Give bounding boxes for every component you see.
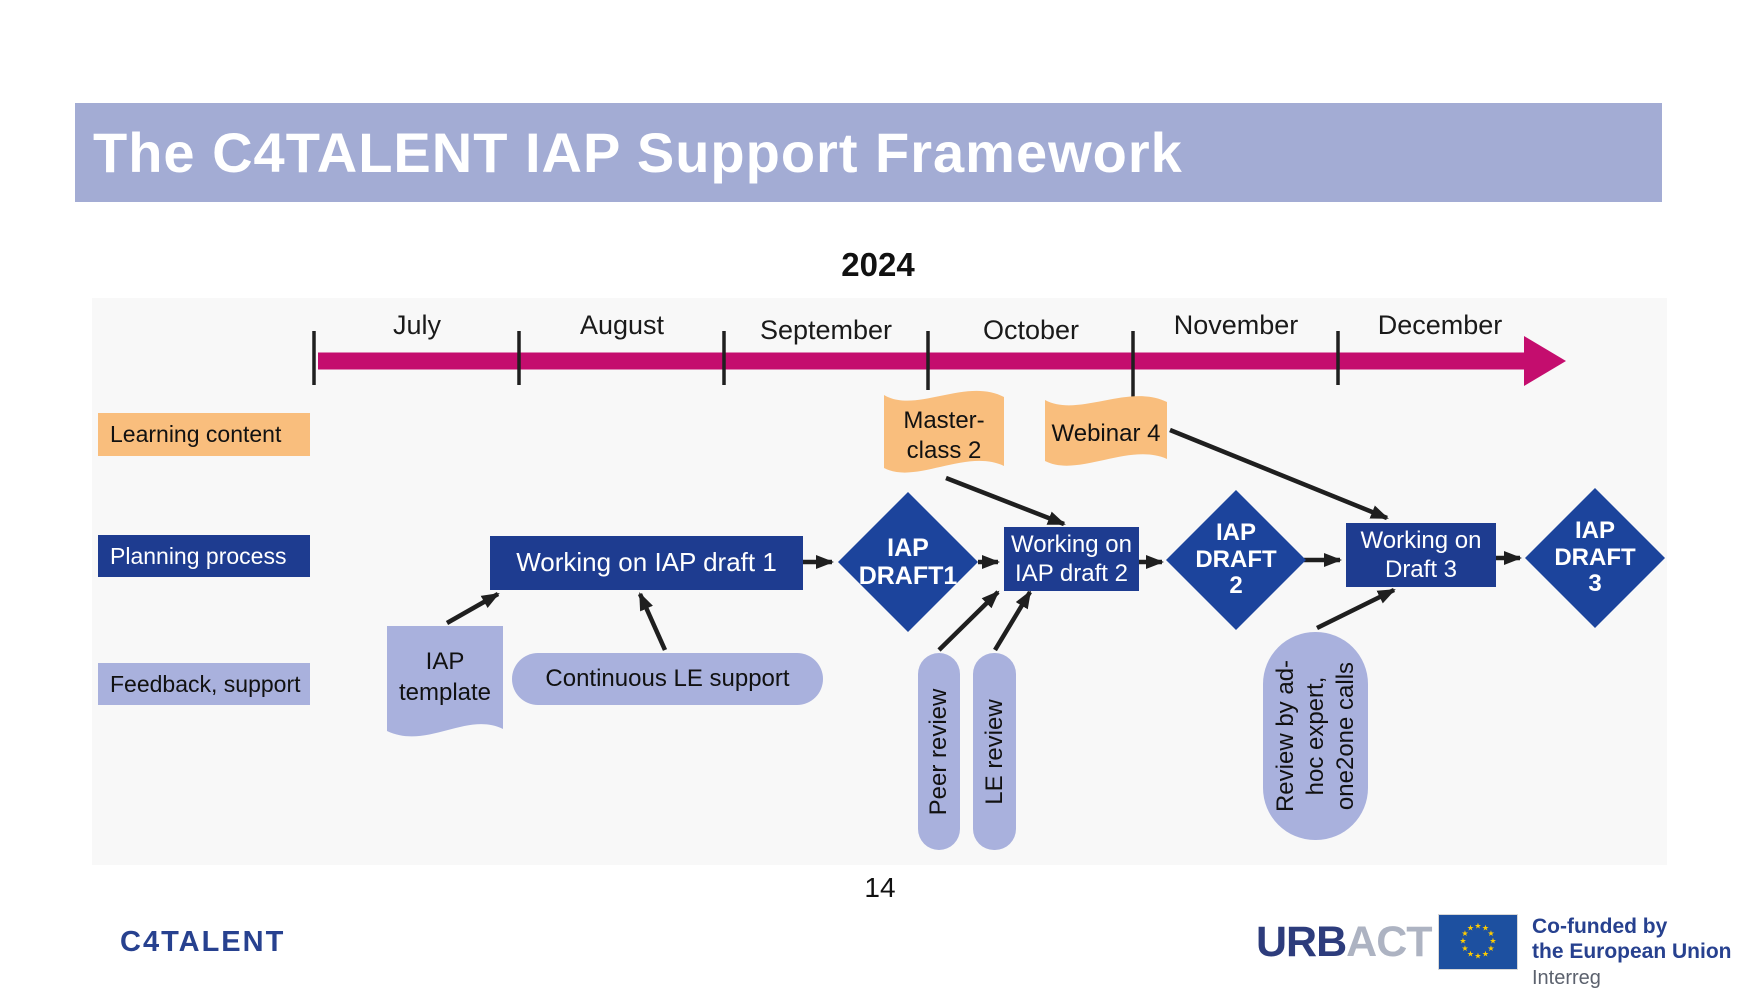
slide-title: The C4TALENT IAP Support Framework: [93, 121, 1183, 184]
month-label-october: October: [982, 315, 1080, 345]
diamond3-line1: IAP: [1574, 516, 1615, 544]
svg-text:★: ★: [1459, 937, 1466, 946]
pill-review-adhoc-expert: Review by ad- hoc expert, one2one calls: [1263, 632, 1368, 840]
month-label-november: November: [1173, 310, 1299, 340]
svg-text:★: ★: [1482, 950, 1489, 959]
connector-layer: [312, 331, 1566, 652]
box-working-iap-draft-1: Working on IAP draft 1: [490, 536, 803, 590]
svg-text:★: ★: [1487, 929, 1494, 938]
box3-line1: Working on: [1360, 526, 1482, 554]
diamond2-line2: DRAFT: [1195, 545, 1277, 573]
le-support-label: Continuous LE support: [545, 665, 790, 692]
urbact-logo: URBACT: [1256, 918, 1433, 967]
flag-masterclass-2: Master- class 2: [884, 388, 1004, 483]
urbact-logo-urb: URB: [1256, 918, 1347, 966]
timeline-canvas: July August September October November D…: [92, 298, 1667, 865]
pill-le-review: LE review: [973, 653, 1016, 850]
pill-continuous-le-support: Continuous LE support: [512, 653, 823, 705]
box3-line2: Draft 3: [1384, 556, 1458, 583]
flag-webinar-label: Webinar 4: [1051, 420, 1161, 447]
diamond3-line2: DRAFT: [1554, 543, 1636, 571]
diamond-iap-draft-1: IAP DRAFT1: [838, 492, 978, 632]
svg-text:★: ★: [1489, 937, 1496, 946]
eu-cofunded-logo: ★ ★ ★ ★ ★ ★ ★ ★ ★ ★ ★ ★ Co-funded by the…: [1438, 914, 1732, 990]
template-line1: IAP: [425, 648, 465, 676]
svg-text:★: ★: [1467, 924, 1474, 933]
month-label-september: September: [759, 315, 893, 345]
lane-label-feedback-support: Feedback, support: [98, 663, 310, 705]
diamond2-line1: IAP: [1215, 518, 1256, 546]
connectors: [445, 427, 1522, 652]
document-shape-icon: [387, 626, 503, 737]
wave-shape-icon: [884, 390, 1004, 473]
diamond-shape-icon: [1525, 488, 1665, 628]
review-line3: one2one calls: [1331, 661, 1359, 811]
diamond3-line3: 3: [1588, 570, 1602, 598]
svg-text:★: ★: [1467, 950, 1474, 959]
svg-text:★: ★: [1461, 944, 1468, 953]
diamond2-line3: 2: [1229, 572, 1243, 600]
month-label-july: July: [392, 310, 441, 340]
title-bar: The C4TALENT IAP Support Framework: [75, 103, 1662, 202]
lane-label-planning-process: Planning process: [98, 535, 310, 577]
year-label: 2024: [841, 246, 915, 283]
diamond-shape-icon: [1166, 490, 1306, 630]
month-label-august: August: [579, 310, 665, 340]
page-number: 14: [864, 872, 896, 903]
diamond-iap-draft-2: IAP DRAFT 2: [1166, 490, 1306, 630]
eu-flag-icon: ★ ★ ★ ★ ★ ★ ★ ★ ★ ★ ★ ★: [1438, 914, 1518, 970]
box2-line1: Working on: [1011, 530, 1132, 558]
box-working-iap-draft-2: Working on IAP draft 2: [1004, 527, 1139, 591]
box1-label: Working on IAP draft 1: [516, 547, 777, 578]
lane-label-learning-content: Learning content: [98, 413, 310, 456]
flag-masterclass-line1: Master-: [903, 406, 985, 434]
review-line1: Review by ad-: [1271, 659, 1299, 813]
eu-cofunded-line2: the European Union: [1532, 940, 1732, 964]
le-review-label: LE review: [980, 698, 1008, 805]
template-line2: template: [398, 679, 492, 707]
svg-text:★: ★: [1474, 952, 1481, 961]
svg-text:★: ★: [1482, 924, 1489, 933]
timeline-arrow: [318, 336, 1566, 386]
svg-text:★: ★: [1474, 922, 1481, 931]
review-line2: hoc expert,: [1301, 676, 1329, 796]
diamond-shape-icon: [838, 492, 978, 632]
eu-cofunded-line1: Co-funded by: [1532, 915, 1668, 938]
shape-iap-template: IAP template: [387, 626, 503, 748]
wave-shape-icon: [1045, 396, 1167, 466]
pill-peer-review: Peer review: [918, 653, 960, 850]
diamond1-line1: IAP: [887, 534, 929, 562]
flag-masterclass-line2: class 2: [906, 436, 982, 464]
interreg-label: Interreg: [1532, 967, 1601, 990]
svg-text:★: ★: [1461, 929, 1468, 938]
flag-webinar-4: Webinar 4: [1045, 393, 1167, 475]
c4talent-logo: C4TALENT: [120, 926, 286, 958]
diamond1-line2: DRAFT1: [858, 562, 958, 590]
diamond-iap-draft-3: IAP DRAFT 3: [1525, 488, 1665, 628]
urbact-logo-act: ACT: [1346, 918, 1432, 966]
eu-cofunded-text: Co-funded by the European Union Interreg: [1532, 914, 1732, 990]
month-label-december: December: [1377, 310, 1503, 340]
review-adhoc-label: Review by ad- hoc expert, one2one calls: [1271, 636, 1361, 836]
month-ticks: [312, 331, 1340, 397]
svg-text:★: ★: [1487, 944, 1494, 953]
peer-review-label: Peer review: [925, 688, 952, 815]
box-working-draft-3: Working on Draft 3: [1346, 523, 1496, 587]
box2-line2: IAP draft 2: [1015, 560, 1128, 587]
